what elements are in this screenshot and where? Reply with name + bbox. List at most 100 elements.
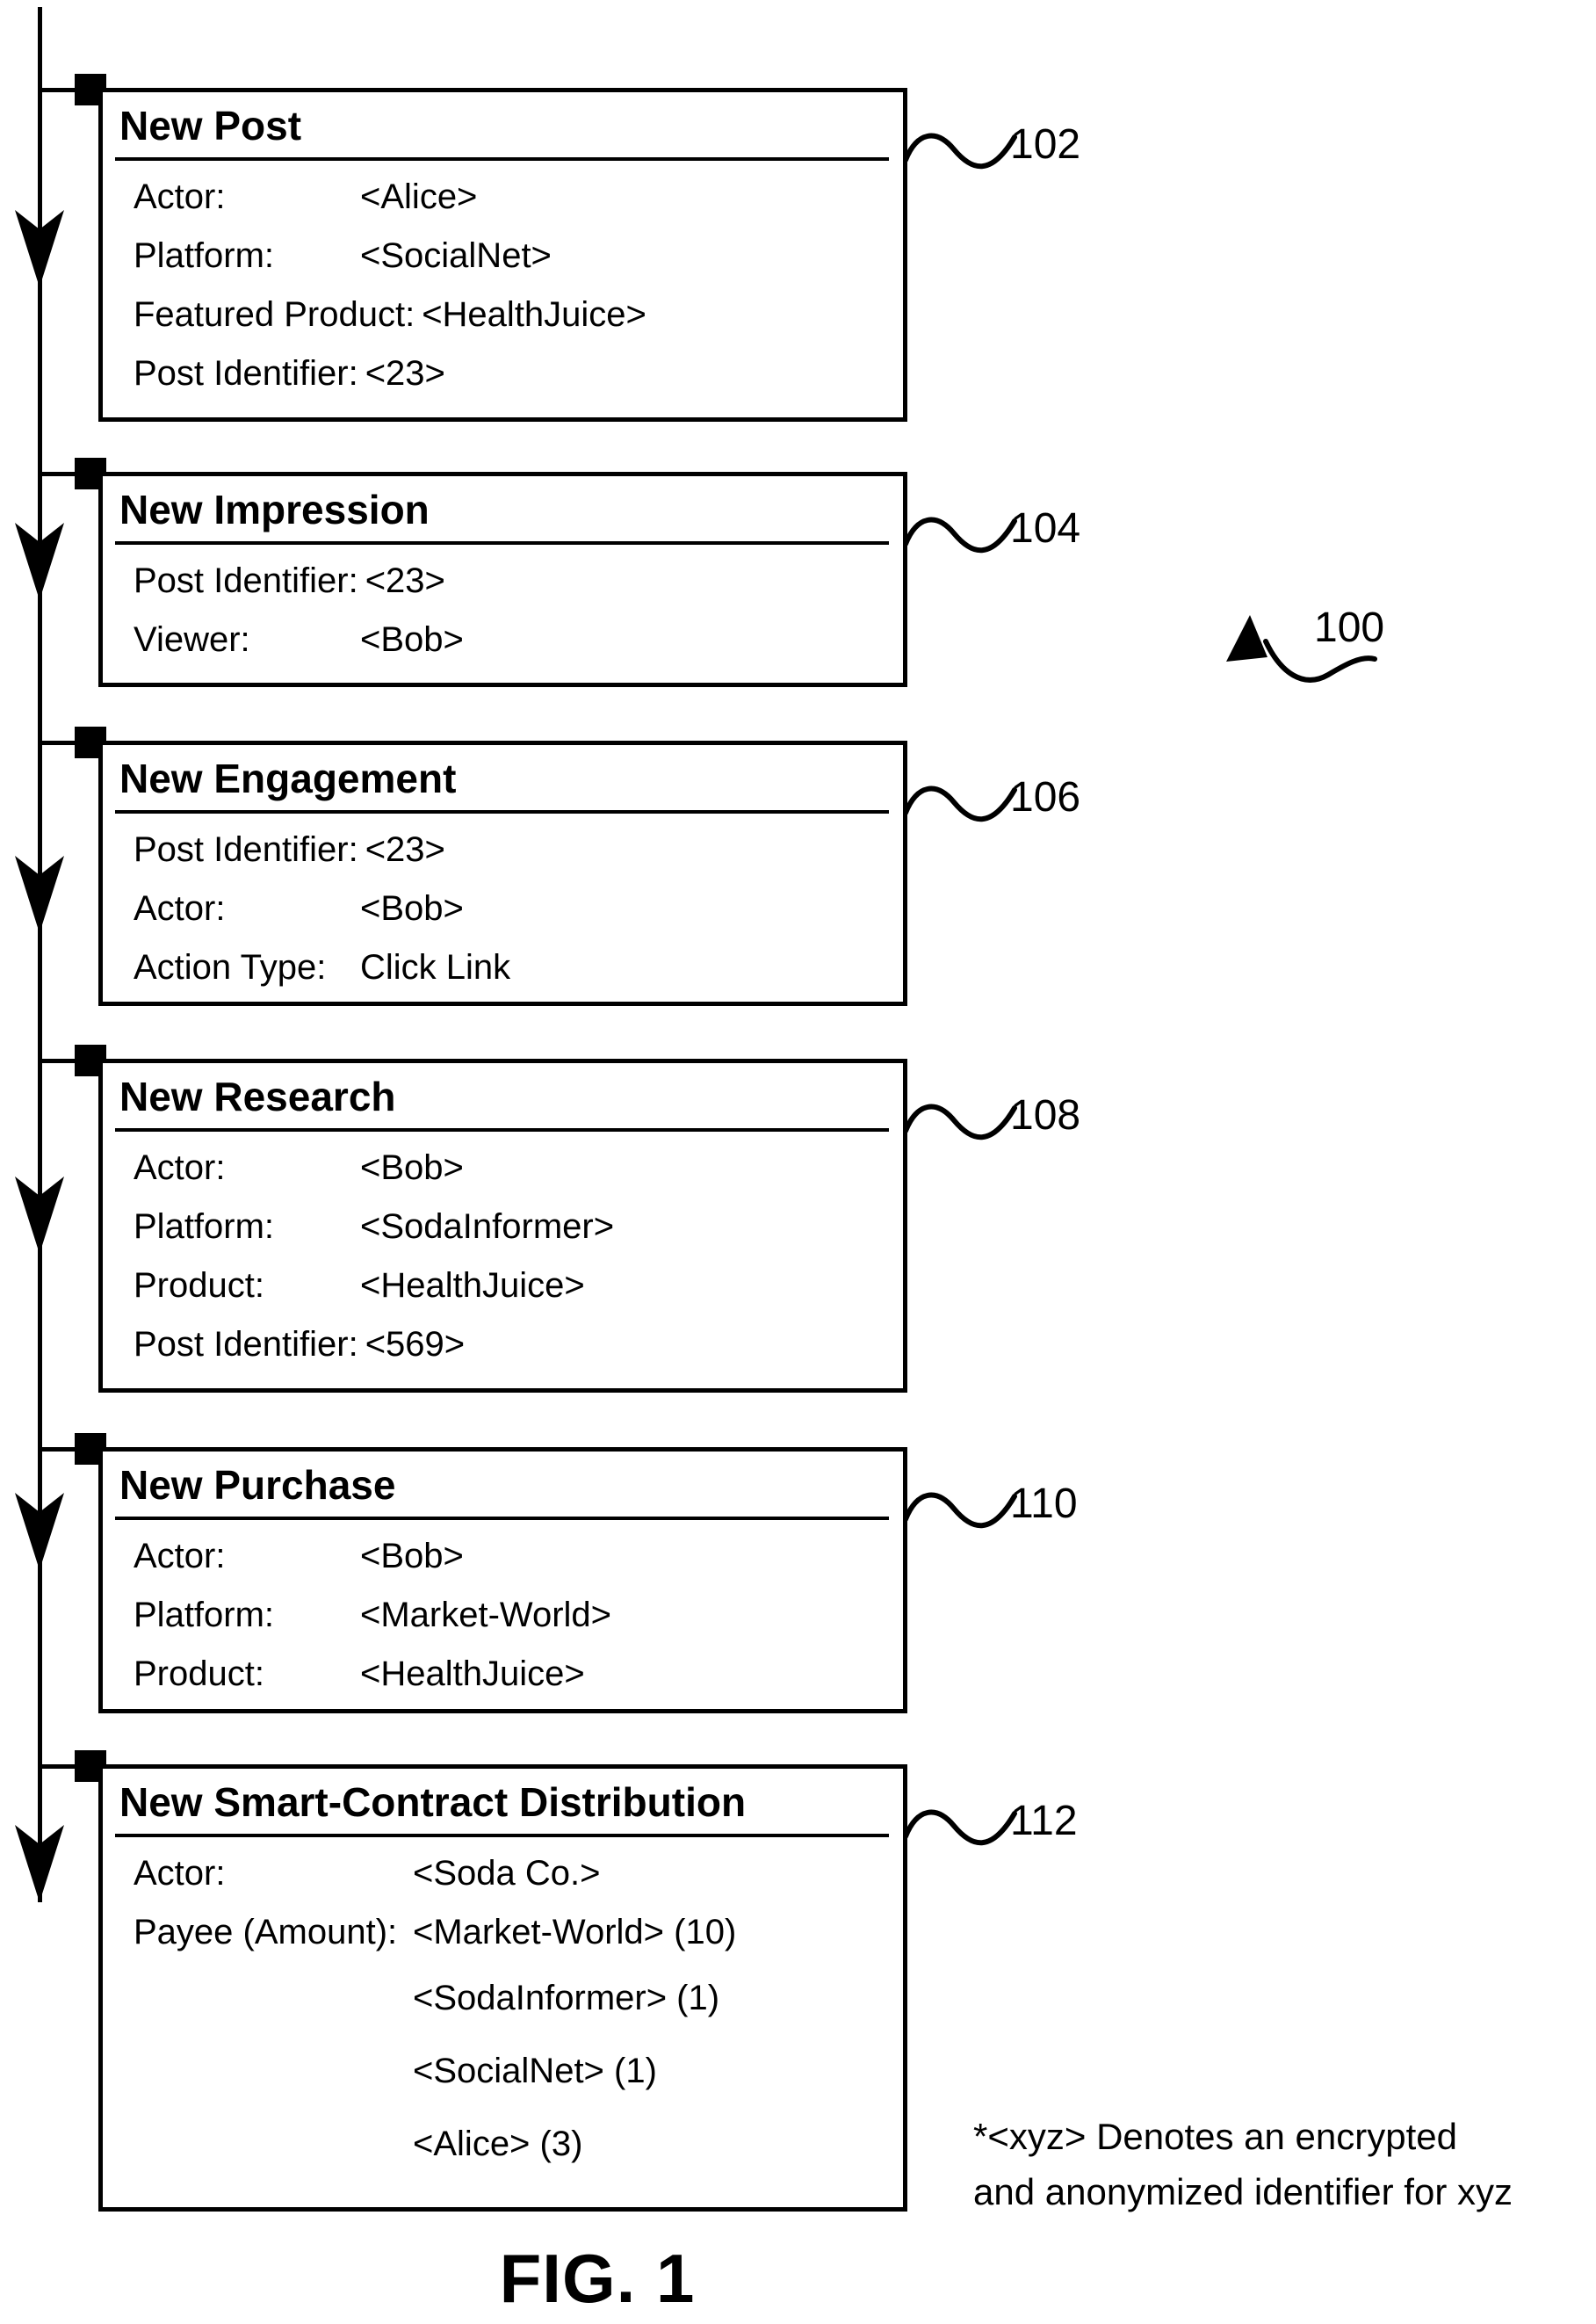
title-underline xyxy=(115,1834,889,1837)
title-underline xyxy=(115,157,889,161)
field-label: Product: xyxy=(134,1654,264,1693)
field-label: Viewer: xyxy=(134,620,250,659)
field-value: <Bob> xyxy=(360,620,464,659)
field-label: Post Identifier: xyxy=(134,830,358,869)
title-underline xyxy=(115,810,889,814)
field-value: <569> xyxy=(365,1325,466,1364)
timeline-arrowhead xyxy=(15,1493,64,1570)
ref-squiggle xyxy=(903,133,1017,170)
field-row: <SocialNet> (1) xyxy=(134,2035,903,2108)
field-value: <Bob> xyxy=(360,1148,464,1187)
field-rows: Actor:<Alice> Platform: <SocialNet> Featu… xyxy=(134,168,903,403)
event-title: New Purchase xyxy=(119,1462,396,1508)
event-box-new-research: New Research Actor: <Bob> Platform: <SodaI… xyxy=(98,1059,907,1393)
field-label: Action Type: xyxy=(134,948,327,987)
ref-100-squiggle xyxy=(1263,639,1377,683)
field-value: <Bob> xyxy=(360,1537,464,1575)
field-value: <23> xyxy=(365,830,445,869)
field-label: Featured Product: xyxy=(134,295,415,334)
ref-squiggle xyxy=(903,517,1017,554)
field-label: Product: xyxy=(134,1266,264,1305)
field-row: Post Identifier:<23> xyxy=(134,344,903,403)
field-value: <HealthJuice> xyxy=(422,295,646,334)
field-row: Actor:<Bob> xyxy=(134,1527,903,1586)
timeline-arrowhead xyxy=(15,856,64,933)
field-value: <SodaInformer> xyxy=(360,1207,615,1246)
event-box-new-purchase: New Purchase Actor:<Bob> Platform: <Marke… xyxy=(98,1447,907,1713)
timeline-arrowhead xyxy=(15,210,64,287)
connector-line xyxy=(40,88,80,92)
connector-line xyxy=(40,741,80,745)
field-label: Post Identifier: xyxy=(134,354,358,393)
field-value: <Bob> xyxy=(360,889,464,928)
event-title: New Smart-Contract Distribution xyxy=(119,1779,747,1825)
ref-100-triangle-icon xyxy=(1226,615,1267,662)
event-title: New Engagement xyxy=(119,756,457,801)
connector-line xyxy=(40,1059,80,1063)
ref-label-106: 106 xyxy=(1010,774,1081,821)
ref-label-104: 104 xyxy=(1010,505,1081,552)
timeline-arrowhead xyxy=(15,1825,64,1902)
field-row: Post Identifier:<23> xyxy=(134,821,903,880)
field-label: Actor: xyxy=(134,1148,226,1187)
field-rows: Actor:<Bob> Platform: <Market-World> Prod… xyxy=(134,1527,903,1704)
field-rows: Post Identifier:<23> Actor: <Bob> Action … xyxy=(134,821,903,997)
field-row: Actor: <Soda Co.> xyxy=(134,1844,903,1903)
event-box-new-post: New Post Actor:<Alice> Platform: <SocialN… xyxy=(98,88,907,422)
field-value: Click Link xyxy=(360,948,511,987)
field-label: Payee (Amount): xyxy=(134,1913,398,1951)
connector-line xyxy=(40,1447,80,1452)
field-label: Platform: xyxy=(134,236,275,275)
field-row: Actor:<Alice> xyxy=(134,168,903,227)
field-row: Product:<HealthJuice> xyxy=(134,1256,903,1315)
ref-squiggle xyxy=(903,786,1017,822)
connector-line xyxy=(40,472,80,476)
field-row: Post Identifier:<569> xyxy=(134,1315,903,1374)
field-row: Post Identifier:<23> xyxy=(134,552,903,611)
field-value: <23> xyxy=(365,354,445,393)
ref-squiggle xyxy=(903,1809,1017,1846)
field-label: Platform: xyxy=(134,1596,275,1634)
ref-label-108: 108 xyxy=(1010,1092,1081,1139)
field-label: Post Identifier: xyxy=(134,1325,358,1364)
field-label: Platform: xyxy=(134,1207,275,1246)
field-label: Actor: xyxy=(134,1854,226,1893)
event-title: New Impression xyxy=(119,487,430,532)
field-rows: Post Identifier:<23> Viewer: <Bob> xyxy=(134,552,903,670)
ref-squiggle xyxy=(903,1104,1017,1140)
timeline-line xyxy=(38,7,42,1902)
event-box-new-engagement: New Engagement Post Identifier:<23> Acto… xyxy=(98,741,907,1006)
ref-label-110: 110 xyxy=(1010,1481,1078,1527)
title-underline xyxy=(115,1128,889,1132)
field-value: <Market-World> (10) xyxy=(413,1913,737,1951)
timeline-arrowhead xyxy=(15,523,64,600)
field-row: <Alice> (3) xyxy=(134,2108,903,2181)
field-row: Action Type: Click Link xyxy=(134,938,903,997)
field-value: <SodaInformer> (1) xyxy=(413,1979,720,2017)
field-value: <HealthJuice> xyxy=(360,1654,585,1693)
event-title: New Post xyxy=(119,103,302,148)
title-underline xyxy=(115,541,889,545)
footnote: *<xyz> Denotes an encrypted and anonymiz… xyxy=(973,2109,1513,2219)
field-value: <Soda Co.> xyxy=(413,1854,601,1893)
field-row: Platform: <Market-World> xyxy=(134,1586,903,1645)
field-value: <SocialNet> xyxy=(360,236,552,275)
field-row: Viewer: <Bob> xyxy=(134,611,903,670)
field-row: Product: <HealthJuice> xyxy=(134,1645,903,1704)
field-label: Actor: xyxy=(134,889,226,928)
field-row: Platform: <SodaInformer> xyxy=(134,1198,903,1256)
field-row: <SodaInformer> (1) xyxy=(134,1962,903,2035)
event-box-new-smart-contract-distribution: New Smart-Contract Distribution Actor: <S… xyxy=(98,1764,907,2212)
footnote-line-1: *<xyz> Denotes an encrypted xyxy=(973,2116,1458,2157)
event-box-new-impression: New Impression Post Identifier:<23> View… xyxy=(98,472,907,687)
field-label: Post Identifier: xyxy=(134,561,358,600)
event-title: New Research xyxy=(119,1074,396,1119)
field-label: Actor: xyxy=(134,177,226,216)
field-row: Payee (Amount): <Market-World> (10) xyxy=(134,1903,903,1962)
field-value: <SocialNet> (1) xyxy=(413,2052,657,2090)
field-row: Platform: <SocialNet> xyxy=(134,227,903,286)
field-value: <Market-World> xyxy=(360,1596,612,1634)
field-value: <Alice> (3) xyxy=(413,2125,583,2163)
timeline-arrowhead xyxy=(15,1176,64,1254)
